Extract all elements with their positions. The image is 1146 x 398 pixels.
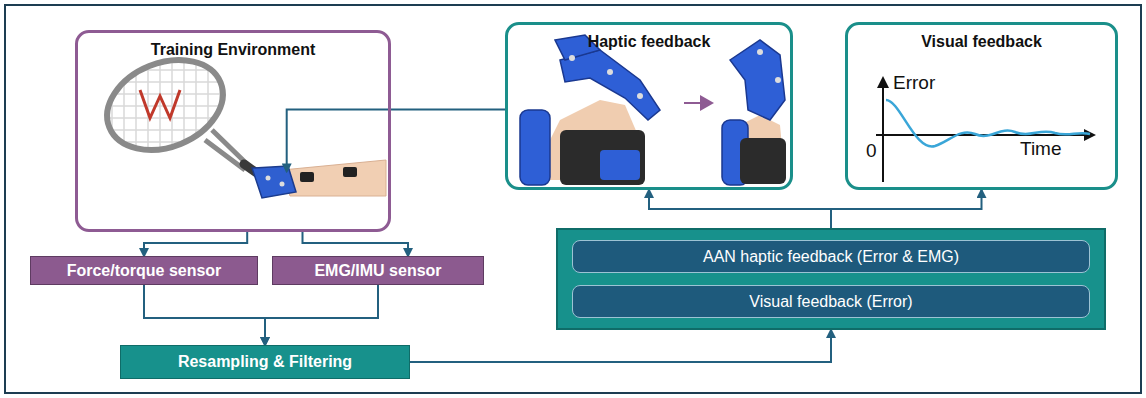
connector-arrow — [303, 232, 409, 256]
panel-title: Visual feedback — [848, 25, 1115, 51]
connector-arrow — [287, 109, 505, 171]
tennis-racket — [94, 44, 272, 184]
box-label: EMG/IMU sensor — [306, 262, 449, 280]
arm-with-glove — [252, 160, 386, 198]
process-box: Resampling & Filtering — [120, 345, 410, 379]
connector-arrow — [410, 330, 831, 362]
controller-band: AAN haptic feedback (Error & EMG) — [572, 240, 1090, 273]
box-label: Force/torque sensor — [59, 262, 230, 280]
sensor-box: Force/torque sensor — [30, 256, 258, 285]
transition-arrow — [684, 102, 712, 104]
soft-glove-open — [520, 35, 660, 185]
feedback-panel: Visual feedback — [845, 22, 1118, 190]
box-label: AAN haptic feedback (Error & EMG) — [695, 248, 967, 266]
environment-panel: Training Environment — [75, 30, 391, 232]
sensor-box: EMG/IMU sensor — [272, 256, 484, 285]
connector-arrow — [144, 285, 265, 345]
controller-panel: AAN haptic feedback (Error & EMG) Visual … — [556, 228, 1106, 330]
connector-arrow — [649, 190, 831, 228]
controller-band: Visual feedback (Error) — [572, 285, 1090, 318]
box-label: Resampling & Filtering — [170, 353, 360, 371]
connector-arrow — [144, 232, 247, 256]
axis-label: Time — [1020, 138, 1062, 160]
panel-title: Training Environment — [78, 33, 388, 59]
panel-title: Haptic feedback — [508, 25, 790, 51]
connector-arrow — [831, 190, 982, 228]
soft-glove-closed — [722, 40, 786, 185]
axis-origin: 0 — [866, 140, 877, 162]
axis-label: Error — [893, 72, 935, 94]
feedback-panel: Haptic feedback — [505, 22, 793, 190]
connector-arrow — [265, 285, 378, 345]
box-label: Visual feedback (Error) — [741, 293, 920, 311]
